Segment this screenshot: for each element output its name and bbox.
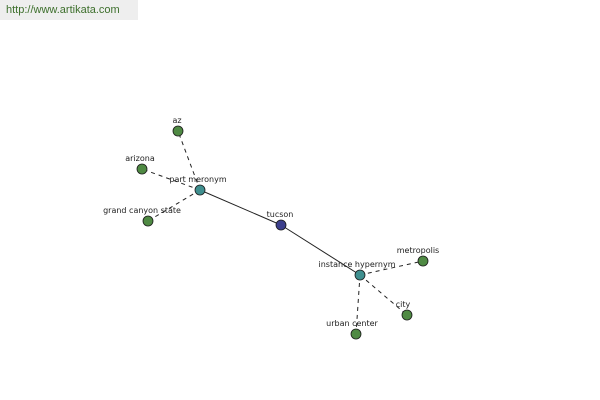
edge-instance-hypernym-to-urban-center bbox=[355, 274, 361, 335]
node-part-meronym[interactable]: part meronym bbox=[169, 175, 227, 196]
node-label-az: az bbox=[172, 116, 181, 125]
node-circle-arizona[interactable] bbox=[136, 163, 148, 175]
node-arizona[interactable]: arizona bbox=[125, 154, 155, 175]
node-circle-metropolis[interactable] bbox=[417, 255, 429, 267]
node-label-part-meronym: part meronym bbox=[169, 175, 226, 184]
node-urban-center[interactable]: urban center bbox=[326, 319, 379, 340]
node-label-instance-hypernym: instance hypernym bbox=[319, 260, 396, 269]
edge-part-meronym-to-grand-canyon-state bbox=[147, 189, 201, 222]
node-layer: tucson part meronym instance hypernym az ari… bbox=[103, 116, 439, 340]
node-az[interactable]: az bbox=[172, 116, 184, 137]
edge-part-meronym-to-arizona bbox=[141, 168, 201, 191]
node-grand-canyon-state[interactable]: grand canyon state bbox=[103, 206, 181, 227]
node-circle-part-meronym[interactable] bbox=[194, 184, 206, 196]
node-label-city: city bbox=[396, 300, 411, 309]
node-instance-hypernym[interactable]: instance hypernym bbox=[319, 260, 396, 281]
edge-instance-hypernym-to-metropolis bbox=[359, 260, 424, 276]
node-tucson[interactable]: tucson bbox=[267, 210, 294, 231]
edge-part-meronym-to-az bbox=[177, 130, 201, 191]
edge-tucson-to-instance-hypernym bbox=[280, 224, 361, 276]
node-circle-tucson[interactable] bbox=[275, 219, 287, 231]
node-circle-instance-hypernym[interactable] bbox=[354, 269, 366, 281]
node-label-grand-canyon-state: grand canyon state bbox=[103, 206, 181, 215]
node-circle-city[interactable] bbox=[401, 309, 413, 321]
node-circle-grand-canyon-state[interactable] bbox=[142, 215, 154, 227]
node-circle-urban-center[interactable] bbox=[350, 328, 362, 340]
edge-instance-hypernym-to-city bbox=[359, 274, 408, 316]
node-city[interactable]: city bbox=[396, 300, 413, 321]
node-circle-az[interactable] bbox=[172, 125, 184, 137]
edge-layer bbox=[141, 130, 424, 335]
edge-tucson-to-part-meronym bbox=[199, 189, 282, 226]
node-label-metropolis: metropolis bbox=[397, 246, 439, 255]
node-metropolis[interactable]: metropolis bbox=[397, 246, 439, 267]
node-label-urban-center: urban center bbox=[326, 319, 378, 328]
source-url-banner[interactable]: http://www.artikata.com bbox=[0, 0, 138, 20]
node-label-arizona: arizona bbox=[125, 154, 155, 163]
node-label-tucson: tucson bbox=[267, 210, 294, 219]
